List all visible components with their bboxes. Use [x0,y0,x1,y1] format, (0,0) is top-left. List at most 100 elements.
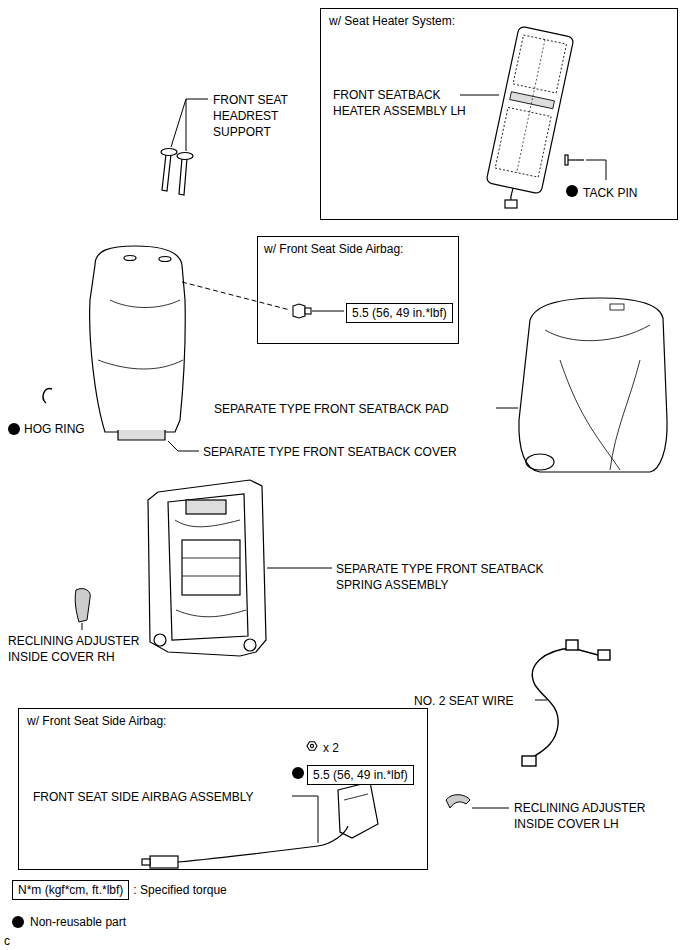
legend-sample-text: N*m (kgf*cm, ft.*lbf) [18,882,123,898]
seatback-spring-frame [154,634,166,646]
headrest-support [161,149,193,196]
leader-line [460,95,499,96]
seatback-cover [90,246,186,432]
non-reusable-mark [12,916,24,928]
heater-wire [505,188,517,208]
leader-line [460,95,606,180]
headrest-support [179,158,187,195]
option-box: w/ Front Seat Side Airbag: FRONT SEAT SID… [18,708,428,870]
dashed-leader [182,282,290,310]
seatback-pad [610,304,624,310]
headrest-support [161,149,177,156]
side-airbag-assembly [338,782,378,838]
seatback-cover [124,256,136,261]
tack-pin [565,155,568,165]
seatback-spring-frame [186,500,226,514]
seatback-cover [110,300,180,308]
seatback-pad [519,298,667,472]
reclining-cover-lh [446,795,470,808]
part-name: NO. 2 SEAT WIRE [414,693,514,709]
leader-line [292,796,318,843]
leader-line [496,408,518,409]
option-box: w/ Front Seat Side Airbag: 5.5 (56, 49 in… [257,236,459,344]
airbag-nut [307,742,317,751]
leader-line [171,99,208,151]
legend-sample [12,916,24,928]
headrest-support [177,153,193,160]
side-airbag-assembly [142,859,150,865]
seatback-pad [526,454,554,470]
box-heading: w/ Front Seat Side Airbag: [264,241,403,257]
seatback-pad [610,360,640,470]
seatback-pad [519,298,667,472]
seatback-spring-frame [168,494,248,640]
torque-box: 5.5 (56, 49 in.*lbf) [307,765,414,785]
seatback-spring-frame [244,639,256,651]
airbag-nut [310,744,313,747]
seatback-heater [486,26,574,194]
quantity: x 2 [323,740,339,756]
seat-wire [566,640,578,650]
torque-value: 5.5 (56, 49 in.*lbf) [313,767,408,783]
seat-wire [522,640,610,766]
part-name: FRONT SEATBACK HEATER ASSEMBLY LH [333,87,468,119]
box-heading: w/ Seat Heater System: [329,13,455,29]
part-name: SEPARATE TYPE FRONT SEATBACK SPRING ASSE… [336,561,586,593]
airbag-bolt [293,304,305,318]
figure-code: c [4,933,10,949]
leader-line [267,568,332,569]
reclining-cover-rh [75,589,90,622]
leader-line [472,808,509,809]
leader-line [586,160,606,180]
airbag-bolt [305,308,311,314]
non-reusable-mark [8,423,20,435]
side-airbag-assembly [178,826,348,862]
part-name: FRONT SEAT HEADREST SUPPORT [213,92,308,141]
non-reusable-mark [566,185,578,197]
part-name: SEPARATE TYPE FRONT SEATBACK COVER [203,444,457,460]
legend-torque-box: N*m (kgf*cm, ft.*lbf) [12,880,129,900]
leader-line [82,623,83,630]
part-name: FRONT SEAT SIDE AIRBAG ASSEMBLY [33,789,254,805]
seatback-pad [560,360,620,470]
torque-value: 5.5 (56, 49 in.*lbf) [352,305,447,321]
heater-wire [511,188,513,200]
non-reusable-mark [292,767,304,779]
leader-line [168,441,199,451]
part-name: RECLINING ADJUSTER INSIDE COVER RH [8,633,173,665]
part-name: HOG RING [24,421,85,437]
tack-pin [565,155,584,165]
leader-line [312,311,344,312]
seatback-spring-frame [176,610,246,617]
seatback-spring-frame [175,520,240,527]
option-box: w/ Seat Heater System: FRONT SEATBACK HEA… [320,8,678,220]
box-heading: w/ Front Seat Side Airbag: [27,713,166,729]
seatback-spring-frame [182,540,240,595]
tack-pin [568,159,584,160]
side-airbag-assembly [344,794,368,800]
seat-wire [522,756,536,766]
heater-wire [505,200,517,208]
airbag-nut [307,742,317,751]
seatback-cover [98,360,183,369]
leader-line [535,700,547,701]
seatback-cover [159,257,171,262]
legend-text: : Specified torque [133,882,226,898]
seat-wire [598,650,610,660]
seat-wire [532,648,572,758]
seatback-spring-frame [182,558,240,559]
side-airbag-assembly [150,856,178,868]
leader-line [186,99,208,151]
hog-ring [43,389,52,403]
seatback-cover [90,246,186,440]
torque-box: 5.5 (56, 49 in.*lbf) [346,303,453,323]
seatback-heater [486,26,574,194]
seatback-heater [517,40,545,173]
seatback-cover [118,430,165,440]
part-name: TACK PIN [583,185,637,201]
seatback-spring-frame [148,480,266,656]
seatback-spring-frame [148,480,266,656]
part-name: RECLINING ADJUSTER INSIDE COVER LH [514,800,679,832]
